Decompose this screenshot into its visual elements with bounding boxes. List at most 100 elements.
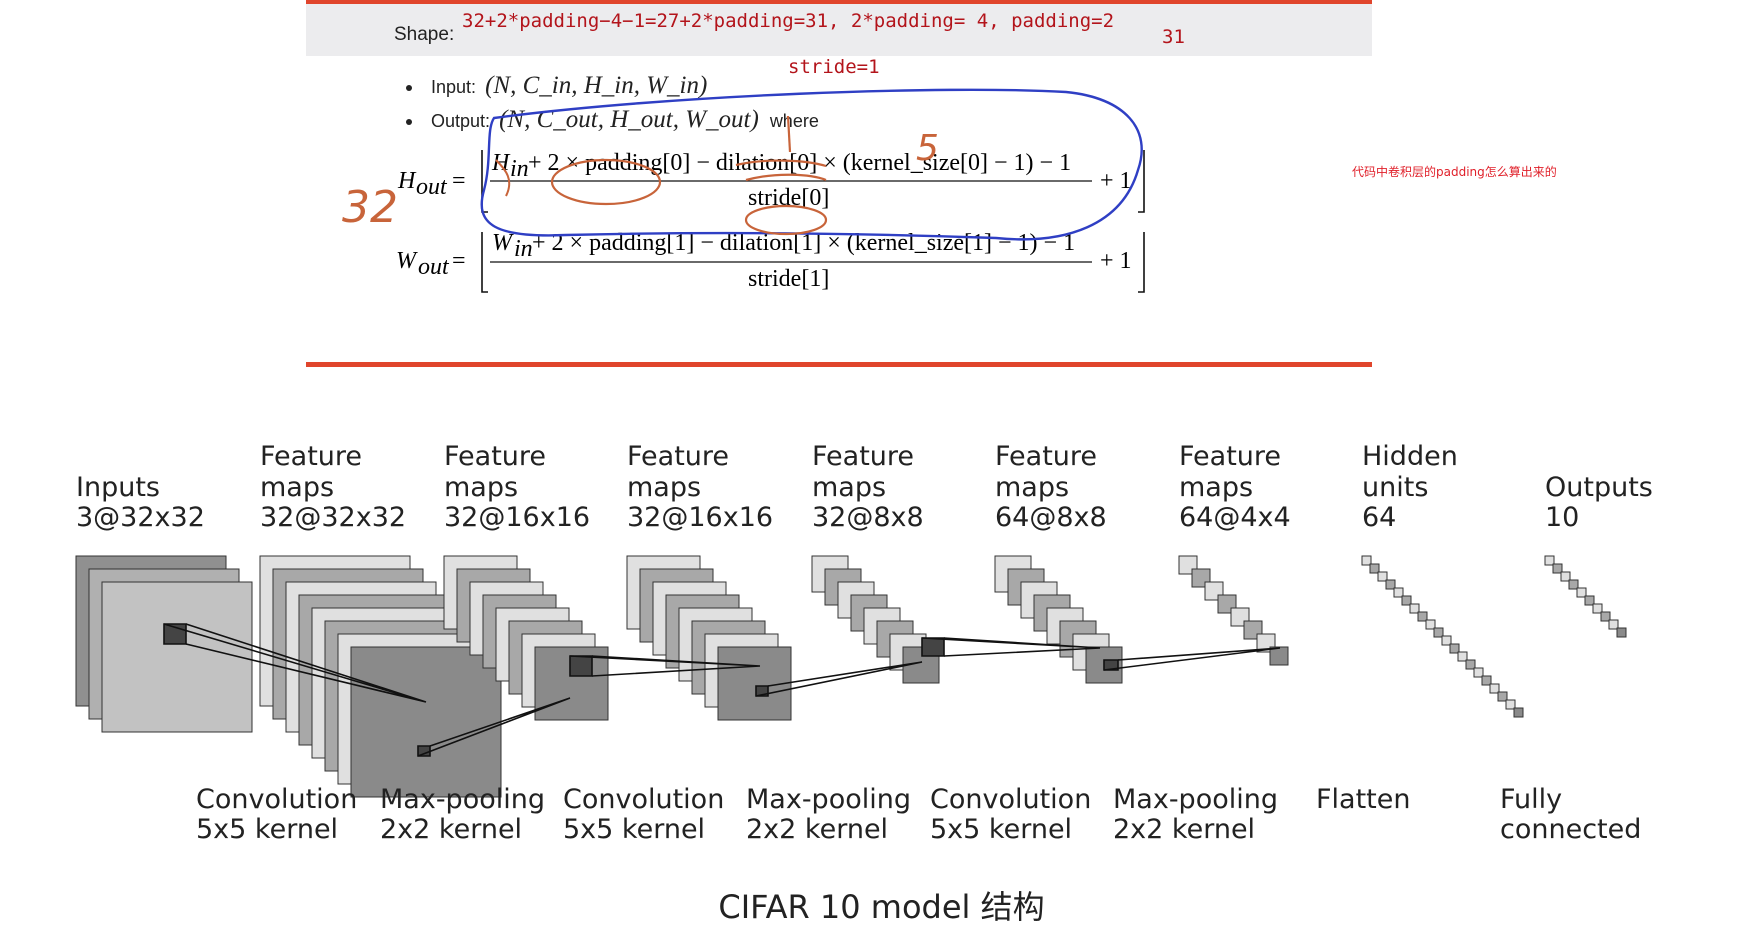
layer-label-line1: Feature [812,441,914,472]
feature-map-stacks [75,555,1627,798]
conv1-maps-stack [259,555,502,798]
outputs-stack [1544,555,1627,638]
layer-label-line3: 32@8x8 [812,502,924,533]
conv2-projection [569,655,761,677]
operation-label-line2: 2x2 kernel [380,814,522,845]
feature-map-square [1576,587,1587,598]
operation-label-line2: 5x5 kernel [930,814,1072,845]
layer-label-line3: 64@4x4 [1179,502,1291,533]
operation-label-line1: Max-pooling [1113,784,1278,815]
shape-header-bar: Shape: [306,4,1372,56]
feature-map-square [1369,563,1380,574]
h-in-symbol: H [491,150,511,176]
padding-calculation-note: 32+2*padding−4−1=27+2*padding=31, 2*padd… [462,10,1115,32]
output-size-formulas: H out = H in + 2 × padding[0] − dilation… [342,88,1145,293]
conv3-maps-stack [994,555,1123,684]
layer-label-line2: maps [1179,472,1253,503]
layer-label-line2: maps [995,472,1069,503]
conv3-projection [921,637,1101,657]
feature-map-square [1473,667,1484,678]
w-out-subscript: out [418,254,450,280]
layer-label-line1: Feature [444,441,546,472]
feature-map-square [1616,627,1627,638]
feature-map-square [1544,555,1555,566]
operation-labels: Convolution 5x5 kernel Max-pooling 2x2 k… [196,784,1641,845]
operation-label-line1: Flatten [1316,784,1410,815]
layer-label-line2: units [1362,472,1428,503]
operation-label-line1: Convolution [930,784,1091,815]
operation-label-line2: connected [1500,814,1641,845]
chinese-side-note: 代码中卷积层的padding怎么算出来的 [1352,165,1557,179]
feature-map-square [1433,627,1444,638]
feature-map-square [1552,563,1563,574]
layer-label-line2: maps [260,472,334,503]
feature-map-square [1560,571,1571,582]
operation-label-line1: Max-pooling [380,784,545,815]
operation-label-line2: 2x2 kernel [1113,814,1255,845]
output-shape-item: Output: (N, C_out, H_out, W_out) where [406,106,819,134]
conv1-projection [163,623,427,703]
feature-map-square [1401,595,1412,606]
layer-label-line2: Inputs [76,472,160,503]
feature-map-square [1425,619,1436,630]
kernel-connections [163,623,1281,757]
layer-label-line1: Hidden [1362,441,1458,472]
layer-label-line1: Feature [995,441,1097,472]
hidden-units-stack [1361,555,1524,718]
feature-map-square [101,581,253,733]
h-in-subscript: in [510,156,529,182]
w-in-symbol: W [492,230,514,256]
feature-map-square [717,646,792,721]
feature-map-square [1600,611,1611,622]
layer-label-line3: 32@32x32 [260,502,406,533]
feature-map-square [1608,619,1619,630]
layer-label-line3: 3@32x32 [76,502,205,533]
h-out-formula: H out = H in + 2 × padding[0] − dilation… [397,150,1145,213]
feature-map-square [1497,691,1508,702]
layer-label-line3: 10 [1545,502,1579,533]
h-numerator: + 2 × padding[0] − dilation[0] × (kernel… [528,150,1071,176]
layer-label-line1: Feature [1179,441,1281,472]
layer-label-line3: 64 [1362,502,1396,533]
h-floor-right-bracket [1138,150,1145,213]
w-plus-one: + 1 [1100,248,1132,274]
h-plus-one: + 1 [1100,168,1132,194]
top-divider [306,0,1372,4]
bottom-divider [306,362,1372,367]
operation-label-line1: Max-pooling [746,784,911,815]
kernel-patch-pool2 [921,637,945,657]
feature-map-square [1269,646,1289,666]
w-denominator: stride[1] [748,266,829,292]
w-in-subscript: in [514,236,533,262]
kernel-patch-pool1 [569,655,593,677]
layer-label-line3: 64@8x8 [995,502,1107,533]
conv1-to-pool1 [417,697,571,757]
orange-scribble-hin [495,159,511,197]
orange-scribble-dilation [735,159,827,182]
conv2-to-pool2 [755,661,923,697]
kernel-patch-conv1 [417,745,431,757]
feature-map-square [1489,683,1500,694]
feature-map-square [1592,603,1603,614]
pool2-maps-stack [811,555,940,684]
h-out-subscript: out [416,174,448,200]
handwritten-annotations: 32 5 [342,88,1143,241]
feature-map-square [1385,579,1396,590]
handwritten-5: 5 [916,128,939,169]
doc-snippet: Shape: 32+2*padding−4−1=27+2*padding=31,… [306,0,1372,370]
layer-label-line1: Feature [260,441,362,472]
operation-label-line1: Fully [1500,784,1562,815]
output-shape-math: (N, C_out, H_out, W_out) [499,106,759,133]
feature-map-square [1513,707,1524,718]
orange-circle-stride [744,204,828,236]
layer-label-line2: maps [812,472,886,503]
layer-label-line2: maps [444,472,518,503]
output-label: Output: [431,111,491,131]
blue-circle-annotation [480,88,1143,241]
feature-map-square [1481,675,1492,686]
input-label: Input: [431,77,477,97]
handwritten-1-mark [786,115,792,153]
w-equals: = [452,248,466,274]
layer-label-line2: maps [627,472,701,503]
